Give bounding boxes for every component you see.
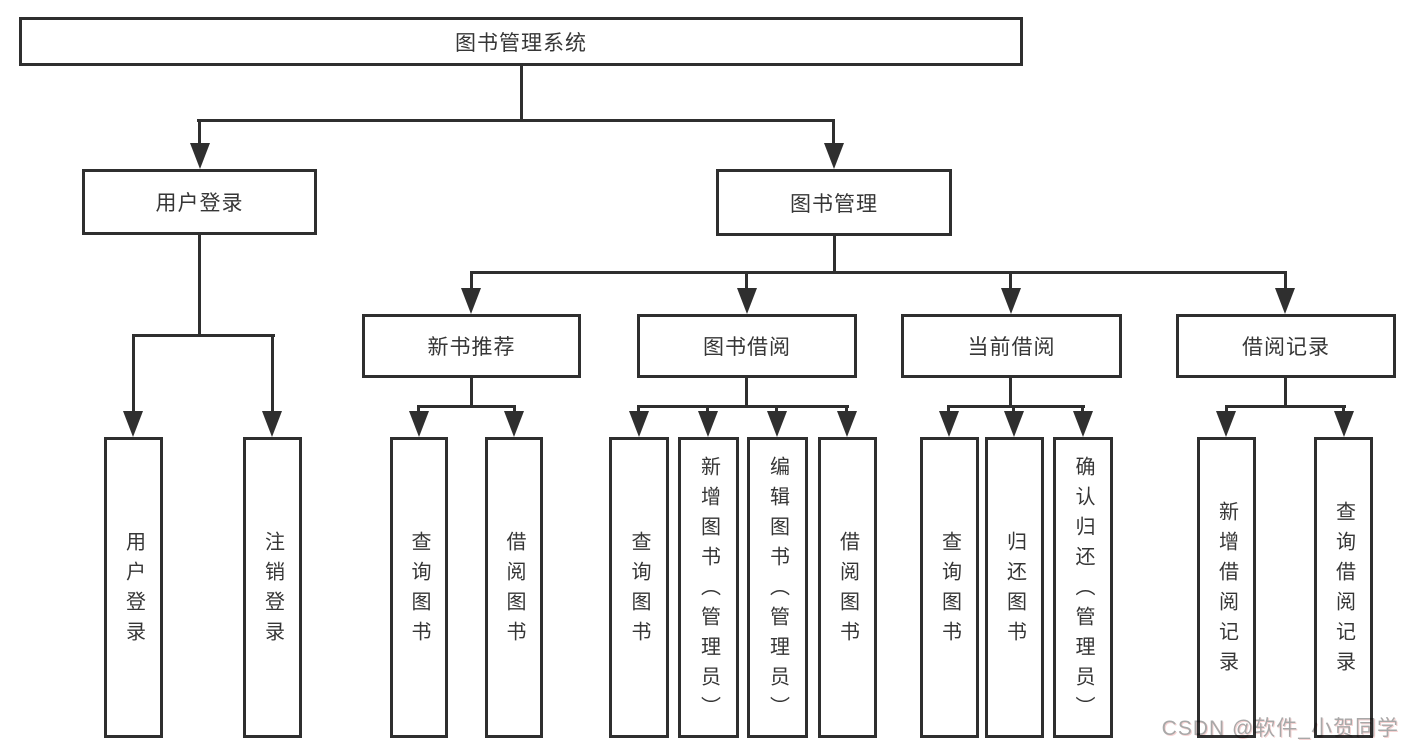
connector-root-stem: [520, 66, 523, 121]
connector-arm-borrow-records: [1284, 271, 1287, 291]
connector-arm-new-book: [470, 271, 473, 291]
node-current-borrow-label: 当前借阅: [967, 336, 1056, 359]
arrowhead-to-return-books: [1004, 411, 1024, 437]
node-add-borrow-record-label: 新增借阅记录: [1215, 500, 1238, 681]
arrowhead-to-query-books-1: [409, 411, 429, 437]
connector-new-book-arm2: [513, 405, 516, 416]
arrowhead-to-confirm-return: [1073, 411, 1093, 437]
arrowhead-to-borrow-records: [1275, 288, 1295, 314]
connector-current-borrow-arm1: [947, 405, 950, 416]
connector-root-crossbar: [197, 119, 835, 122]
node-confirm-return-admin: 确认归还（管理员）: [1053, 437, 1113, 738]
node-book-borrow: 图书借阅: [637, 314, 857, 378]
node-return-books: 归还图书: [985, 437, 1044, 738]
connector-book-borrow-arm3: [775, 405, 778, 416]
arrowhead-to-add-record: [1216, 411, 1236, 437]
node-book-mgmt: 图书管理: [716, 169, 952, 236]
node-return-books-label: 归还图书: [1003, 530, 1026, 651]
node-book-mgmt-label: 图书管理: [790, 192, 878, 216]
connector-current-borrow-crossbar: [947, 405, 1085, 408]
connector-new-book-arm1: [417, 405, 420, 416]
connector-borrow-records-stem: [1284, 378, 1287, 408]
connector-user-login-crossbar: [132, 334, 275, 337]
node-query-books-1: 查询图书: [390, 437, 448, 738]
node-borrow-books-1-label: 借阅图书: [503, 530, 525, 651]
connector-arm-book-borrow: [745, 271, 748, 291]
connector-current-borrow-arm2: [1012, 405, 1015, 416]
connector-root-right-drop: [832, 119, 835, 147]
node-query-books-2: 查询图书: [609, 437, 669, 738]
node-borrow-records: 借阅记录: [1176, 314, 1396, 378]
node-borrow-books-1: 借阅图书: [485, 437, 543, 738]
node-borrow-books-2-label: 借阅图书: [836, 530, 859, 651]
connector-book-mgmt-crossbar: [470, 271, 1287, 274]
connector-root-left-drop: [198, 119, 201, 147]
connector-arm-current-borrow: [1009, 271, 1012, 291]
node-query-books-3-label: 查询图书: [938, 530, 961, 651]
node-borrow-records-label: 借阅记录: [1242, 336, 1330, 359]
connector-book-borrow-crossbar: [637, 405, 849, 408]
arrowhead-to-user-login: [190, 143, 210, 169]
csdn-watermark: CSDN @软件_小贺同学: [1161, 717, 1399, 740]
connector-user-login-arm2: [271, 334, 274, 414]
arrowhead-to-borrow-books-2: [837, 411, 857, 437]
node-confirm-return-admin-label: 确认归还（管理员）: [1072, 455, 1094, 726]
connector-book-borrow-arm1: [637, 405, 640, 416]
node-edit-books-admin: 编辑图书（管理员）: [747, 437, 808, 738]
node-borrow-books-2: 借阅图书: [818, 437, 877, 738]
node-logout: 注销登录: [243, 437, 302, 738]
connector-book-mgmt-stem: [833, 236, 836, 274]
connector-borrow-records-crossbar: [1225, 405, 1346, 408]
node-root-system: 图书管理系统: [19, 17, 1023, 66]
node-root-label: 图书管理系统: [455, 31, 587, 55]
node-query-books-2-label: 查询图书: [628, 530, 650, 651]
node-add-books-admin-label: 新增图书（管理员）: [697, 455, 720, 726]
node-query-books-1-label: 查询图书: [408, 530, 430, 651]
node-query-borrow-record: 查询借阅记录: [1314, 437, 1373, 738]
connector-user-login-arm1: [132, 334, 135, 414]
node-book-borrow-label: 图书借阅: [703, 336, 791, 359]
connector-current-borrow-stem: [1009, 378, 1012, 408]
connector-user-login-stem: [198, 235, 201, 336]
node-query-borrow-record-label: 查询借阅记录: [1332, 500, 1355, 681]
arrowhead-to-new-book: [461, 288, 481, 314]
node-current-borrow: 当前借阅: [901, 314, 1122, 378]
arrowhead-to-query-books-2: [629, 411, 649, 437]
node-edit-books-admin-label: 编辑图书（管理员）: [766, 455, 789, 726]
arrowhead-to-add-books: [698, 411, 718, 437]
arrowhead-to-borrow-books-1: [504, 411, 524, 437]
node-new-book-rec-label: 新书推荐: [427, 336, 516, 359]
node-logout-label: 注销登录: [261, 530, 284, 651]
arrowhead-to-login: [123, 411, 143, 437]
arrowhead-to-current-borrow: [1001, 288, 1021, 314]
arrowhead-to-query-books-3: [939, 411, 959, 437]
arrowhead-to-book-mgmt: [824, 143, 844, 169]
connector-borrow-records-arm1: [1225, 405, 1228, 416]
node-user-login: 用户登录: [82, 169, 317, 235]
connector-book-borrow-arm4: [845, 405, 848, 416]
node-login-label: 用户登录: [122, 530, 145, 651]
node-user-login-label: 用户登录: [155, 192, 244, 215]
arrowhead-to-edit-books: [767, 411, 787, 437]
arrowhead-to-book-borrow: [737, 288, 757, 314]
connector-current-borrow-arm3: [1081, 405, 1084, 416]
node-add-books-admin: 新增图书（管理员）: [678, 437, 739, 738]
connector-book-borrow-arm2: [706, 405, 709, 416]
connector-new-book-crossbar: [417, 405, 516, 408]
connector-new-book-stem: [470, 378, 473, 408]
arrowhead-to-query-record: [1334, 411, 1354, 437]
node-query-books-3: 查询图书: [920, 437, 979, 738]
arrowhead-to-logout: [262, 411, 282, 437]
node-login: 用户登录: [104, 437, 163, 738]
node-new-book-rec: 新书推荐: [362, 314, 581, 378]
connector-borrow-records-arm2: [1342, 405, 1345, 416]
node-add-borrow-record: 新增借阅记录: [1197, 437, 1256, 738]
connector-book-borrow-stem: [745, 378, 748, 408]
